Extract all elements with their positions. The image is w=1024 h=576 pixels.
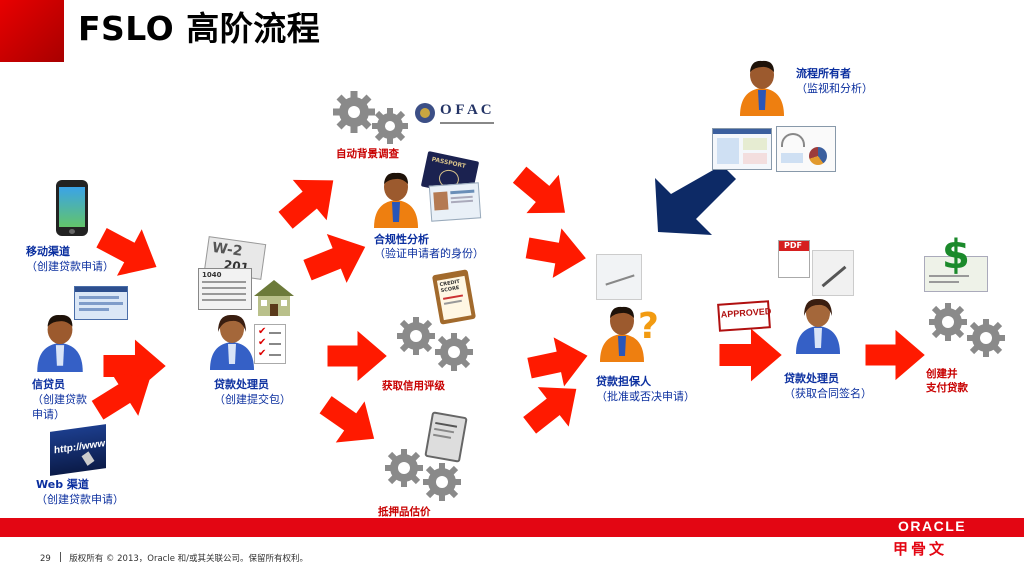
ofac-logo: O F A C <box>414 100 496 132</box>
ofac-subtitle <box>440 122 494 124</box>
page-title: FSLO 高阶流程 <box>78 9 321 48</box>
arrow-processor2-to-payment <box>865 330 925 380</box>
payment-line2: 支付贷款 <box>926 382 968 394</box>
house-icon <box>254 280 294 316</box>
arrow-comp-to-underwriter <box>523 223 590 283</box>
mobile-title: 移动渠道 <box>26 245 70 258</box>
arrow-owner-monitor <box>655 165 736 235</box>
gear-icon <box>333 91 408 144</box>
copyright-text: 版权所有 © 2013，Oracle 和/或其关联公司。保留所有权利。 <box>69 554 308 564</box>
check-payment-image: $ <box>924 232 988 294</box>
processor2-title: 贷款处理员 <box>784 372 839 385</box>
loan-officer-desc2: 申请） <box>32 408 65 421</box>
arrow-to-compliance <box>298 223 375 294</box>
underwriter-title: 贷款担保人 <box>596 375 651 388</box>
oracle-logo: ORACLE <box>898 518 967 534</box>
arrow-mobile-to-processor <box>89 215 169 290</box>
person-icon <box>740 60 784 116</box>
dashboard-screen-image <box>712 128 772 170</box>
web-desc: （创建贷款申请） <box>36 493 124 506</box>
page-number: 29 <box>40 554 51 564</box>
checklist-icon: ✔ ✔ ✔ <box>254 324 286 364</box>
loan-officer-title: 信贷员 <box>32 378 65 391</box>
gear-icon <box>397 317 473 371</box>
pen-icon <box>821 265 847 288</box>
pie-chart-icon <box>809 147 827 165</box>
person-icon <box>374 172 418 228</box>
owner-desc: （监视和分析） <box>796 82 873 95</box>
person-icon <box>796 298 840 354</box>
contract-signing-image <box>812 250 854 296</box>
processor2-desc: （获取合同签名） <box>784 387 872 400</box>
processor-title: 贷款处理员 <box>214 378 269 391</box>
oracle-cn-logo: 甲骨文 <box>893 540 948 558</box>
tax-form-image: 1040 <box>198 268 252 310</box>
arrow-credit-to-underwriter <box>524 331 593 392</box>
collateral-label: 抵押品估价 <box>378 506 431 518</box>
person-icon <box>37 315 83 372</box>
flow-arrows <box>84 156 925 459</box>
underwriter-desc: （批准或否决申请） <box>596 390 695 403</box>
pen-icon <box>605 274 635 286</box>
payment-line1: 创建并 <box>926 368 958 380</box>
document-signing-image <box>596 254 642 300</box>
person-icon <box>210 314 254 370</box>
approved-stamp-image: APPROVED <box>717 300 772 332</box>
gauge-icon <box>781 133 805 147</box>
web-title: Web 渠道 <box>36 478 89 491</box>
arrow-to-background <box>269 161 350 240</box>
analytics-screen-image <box>776 126 836 172</box>
web-browser-image: http://www <box>50 424 106 476</box>
corner-accent <box>0 0 64 62</box>
arrow-underwriter-to-processor2 <box>719 329 782 381</box>
gear-icon <box>929 303 1005 357</box>
footer-bar <box>0 518 1024 537</box>
compliance-title: 合规性分析 <box>374 233 429 246</box>
footer-divider <box>59 552 61 562</box>
footer-text: 29 版权所有 © 2013，Oracle 和/或其关联公司。保留所有权利。 <box>40 552 308 564</box>
seal-icon <box>415 103 435 123</box>
background-check-label: 自动背景调查 <box>336 148 399 160</box>
arrow-to-collateral <box>311 384 388 459</box>
processor-desc: （创建提交包） <box>214 393 291 406</box>
id-card-image <box>428 182 482 222</box>
arrow-coll-to-underwriter <box>514 369 591 445</box>
gear-icon <box>385 449 461 501</box>
owner-title: 流程所有者 <box>796 67 851 80</box>
credit-label: 获取信用评级 <box>382 380 445 392</box>
loan-app-screen-image <box>74 286 128 320</box>
mobile-desc: （创建贷款申请） <box>26 260 114 273</box>
loan-officer-desc1: （创建贷款 <box>32 393 87 406</box>
person-icon <box>600 306 644 362</box>
compliance-desc: （验证申请者的身份） <box>374 247 484 260</box>
dollar-sign-icon: $ <box>942 232 970 278</box>
arrow-bg-to-underwriter <box>504 156 581 232</box>
arrow-to-credit <box>327 331 387 381</box>
cursor-icon <box>81 451 95 466</box>
mobile-phone-icon <box>56 180 88 236</box>
question-mark-icon: ? <box>638 306 659 347</box>
pdf-document-icon: PDF <box>778 240 810 278</box>
